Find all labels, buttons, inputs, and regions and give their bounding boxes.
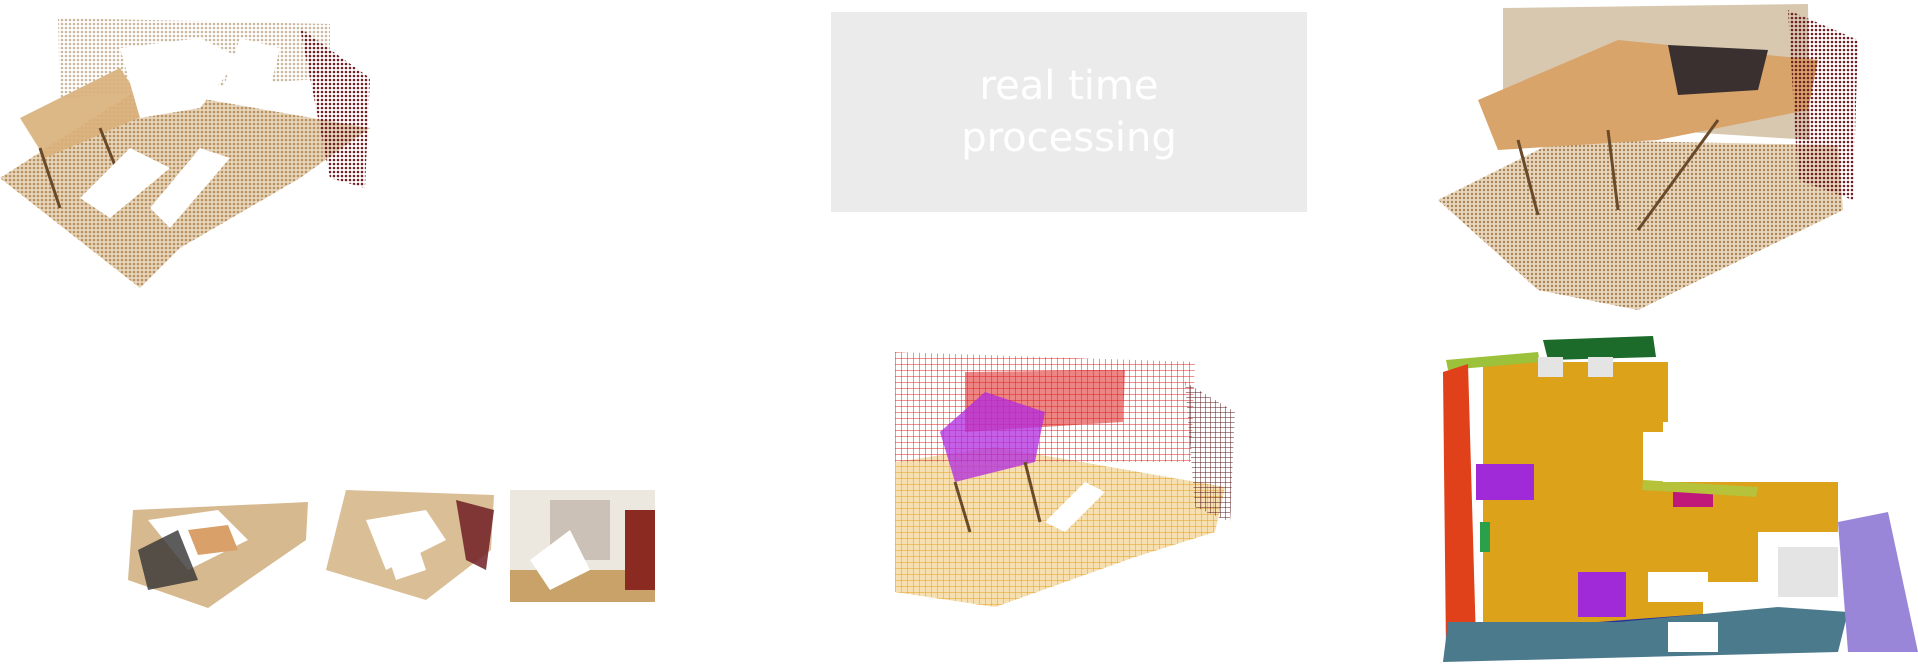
table-top — [20, 68, 150, 158]
map-teal-plane — [1443, 607, 1848, 662]
frame-1 — [128, 500, 310, 610]
process-label: real time processing — [961, 63, 1177, 161]
table-plane-overlay — [940, 392, 1045, 482]
side-wall-overlay — [1185, 382, 1235, 522]
frame-2 — [326, 490, 496, 610]
plane-map — [1438, 332, 1918, 662]
input-point-cloud — [0, 18, 380, 298]
side-wall — [300, 28, 370, 188]
merged-side-wall — [1788, 10, 1858, 200]
map-red-wall — [1443, 364, 1476, 650]
frame-3 — [510, 490, 655, 602]
map-purple-block-1 — [1476, 464, 1534, 500]
map-purple-block-2 — [1578, 572, 1626, 617]
map-lavender-plane — [1838, 512, 1918, 652]
detected-planes — [895, 352, 1245, 612]
real-time-processing-box: real time processing — [831, 12, 1307, 212]
map-green-plane — [1543, 336, 1656, 360]
merged-point-cloud — [1438, 0, 1868, 320]
map-floor — [1483, 362, 1838, 632]
